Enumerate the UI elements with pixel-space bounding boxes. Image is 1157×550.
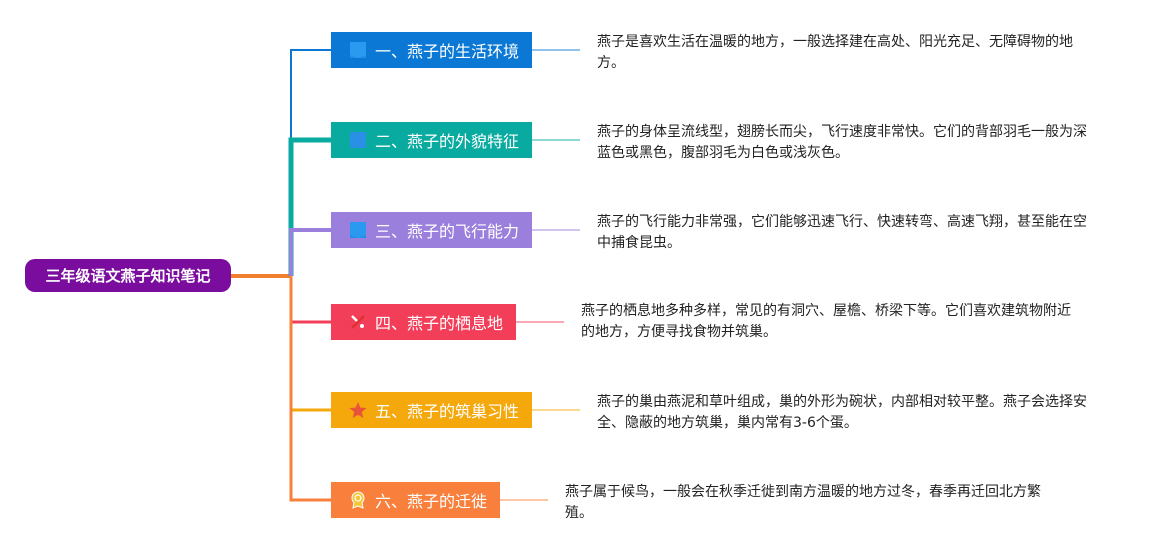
star-icon — [349, 401, 367, 419]
description-line: 燕子的飞行能力非常强，它们能够迅速飞行、快速转弯、高速飞翔，甚至能在空 — [597, 214, 1087, 230]
flag-icon — [349, 221, 367, 239]
description-line: 燕子的巢由燕泥和草叶组成，巢的外形为碗状，内部相对较平整。燕子会选择安 — [597, 394, 1087, 410]
tools-icon — [349, 313, 367, 331]
description-line: 的地方，方便寻找食物并筑巢。 — [581, 324, 777, 340]
branch-description: 燕子属于候鸟，一般会在秋季迁徙到南方温暖的地方过冬，春季再迁回北方繁 殖。 — [565, 482, 1065, 524]
description-line: 燕子属于候鸟，一般会在秋季迁徙到南方温暖的地方过冬，春季再迁回北方繁 — [565, 484, 1041, 500]
branch-label: 一、燕子的生活环境 — [375, 42, 520, 61]
branch-topic-habitat[interactable]: 四、燕子的栖息地 — [331, 304, 516, 340]
branch-topic-environment[interactable]: 一、燕子的生活环境 — [331, 32, 532, 68]
branch-topic-appearance[interactable]: 二、燕子的外貌特征 — [331, 122, 532, 158]
branch-label: 五、燕子的筑巢习性 — [375, 402, 520, 421]
branch-label: 四、燕子的栖息地 — [375, 314, 504, 333]
description-line: 中捕食昆虫。 — [597, 235, 681, 251]
root-topic[interactable]: 三年级语文燕子知识笔记 — [25, 259, 231, 292]
square-icon — [349, 131, 367, 149]
branch-label: 三、燕子的飞行能力 — [375, 222, 520, 241]
description-line: 方。 — [597, 55, 625, 71]
medal-icon — [349, 491, 367, 509]
description-line: 燕子的栖息地多种多样，常见的有洞穴、屋檐、桥梁下等。它们喜欢建筑物附近 — [581, 303, 1071, 319]
flag-icon — [349, 41, 367, 59]
branch-description: 燕子的巢由燕泥和草叶组成，巢的外形为碗状，内部相对较平整。燕子会选择安 全、隐蔽… — [597, 392, 1097, 434]
branch-topic-migration[interactable]: 六、燕子的迁徙 — [331, 482, 500, 518]
description-line: 燕子是喜欢生活在温暖的地方，一般选择建在高处、阳光充足、无障碍物的地 — [597, 34, 1073, 50]
root-topic-label: 三年级语文燕子知识笔记 — [45, 267, 211, 285]
branch-description: 燕子的栖息地多种多样，常见的有洞穴、屋檐、桥梁下等。它们喜欢建筑物附近 的地方，… — [581, 301, 1081, 343]
branch-topic-flight[interactable]: 三、燕子的飞行能力 — [331, 212, 532, 248]
branch-label: 六、燕子的迁徙 — [375, 492, 488, 511]
description-line: 蓝色或黑色，腹部羽毛为白色或浅灰色。 — [597, 145, 849, 161]
branch-description: 燕子的飞行能力非常强，它们能够迅速飞行、快速转弯、高速飞翔，甚至能在空 中捕食昆… — [597, 212, 1097, 254]
description-line: 燕子的身体呈流线型，翅膀长而尖，飞行速度非常快。它们的背部羽毛一般为深 — [597, 124, 1087, 140]
branch-description: 燕子是喜欢生活在温暖的地方，一般选择建在高处、阳光充足、无障碍物的地 方。 — [597, 32, 1097, 74]
branch-description: 燕子的身体呈流线型，翅膀长而尖，飞行速度非常快。它们的背部羽毛一般为深 蓝色或黑… — [597, 122, 1097, 164]
description-line: 全、隐蔽的地方筑巢，巢内常有3-6个蛋。 — [597, 415, 858, 431]
branch-topic-nesting[interactable]: 五、燕子的筑巢习性 — [331, 392, 532, 428]
branch-label: 二、燕子的外貌特征 — [375, 132, 520, 151]
description-line: 殖。 — [565, 505, 593, 521]
